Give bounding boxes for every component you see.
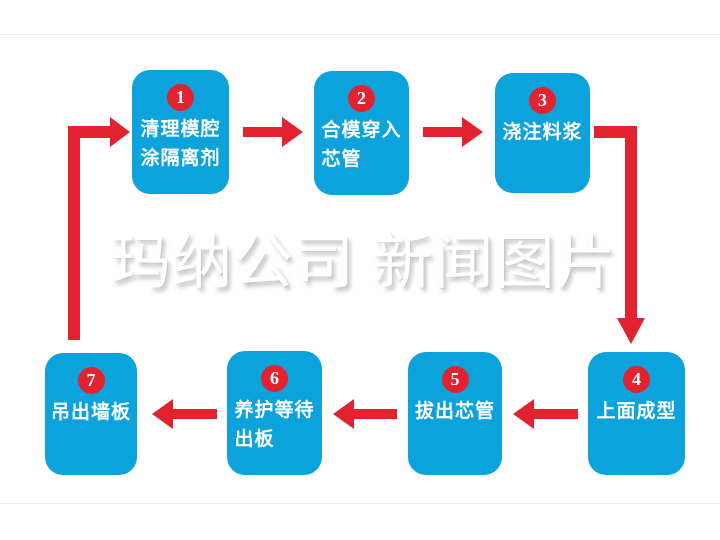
frame-line-top (0, 34, 720, 35)
step-label-line: 涂隔离剂 (140, 148, 221, 169)
step-4-number-badge: 4 (623, 366, 650, 393)
step-box-1: 1 清理模腔 涂隔离剂 (132, 70, 229, 194)
step-7-label: 吊出墙板 (51, 398, 131, 427)
step-label-line: 浇注料浆 (502, 122, 583, 143)
arrow-step2-to-step3 (423, 117, 483, 147)
step-label-line: 吊出墙板 (50, 402, 131, 423)
step-label-line: 清理模腔 (140, 119, 221, 140)
arrow-step1-to-step2 (243, 117, 303, 147)
step-5-number-badge: 5 (441, 366, 469, 393)
step-4-label: 上面成型 (596, 397, 676, 426)
step-1-number-badge: 1 (167, 84, 194, 111)
step-label-line: 出板 (234, 429, 275, 450)
step-2-number-badge: 2 (348, 85, 375, 112)
step-6-number-badge: 6 (261, 365, 288, 392)
step-box-3: 3 浇注料浆 (495, 73, 590, 193)
step-2-label: 合模穿入 芯管 (321, 116, 401, 174)
step-label-line: 上面成型 (596, 401, 677, 422)
step-label-line: 合模穿入 (321, 120, 402, 141)
step-label-line: 拔出芯管 (414, 401, 495, 422)
step-5-label: 拔出芯管 (415, 397, 495, 426)
step-box-6: 6 养护等待 出板 (227, 351, 322, 475)
frame-line-bottom (0, 503, 720, 504)
step-3-label: 浇注料浆 (502, 118, 582, 147)
step-3-number-badge: 3 (529, 87, 556, 114)
step-box-2: 2 合模穿入 芯管 (314, 71, 409, 195)
step-box-5: 5 拔出芯管 (408, 352, 502, 475)
step-label-line: 芯管 (321, 149, 362, 170)
step-box-4: 4 上面成型 (588, 352, 685, 475)
arrow-step3-to-step4-elbow (594, 126, 645, 344)
step-7-number-badge: 7 (77, 367, 105, 394)
step-1-label: 清理模腔 涂隔离剂 (140, 115, 220, 173)
arrow-step7-to-step1-elbow (68, 117, 130, 340)
step-6-label: 养护等待 出板 (234, 396, 314, 454)
arrow-step6-to-step7 (152, 399, 217, 429)
arrow-step5-to-step6 (333, 399, 397, 429)
step-label-line: 养护等待 (234, 400, 315, 421)
step-box-7: 7 吊出墙板 (45, 353, 137, 475)
arrow-step4-to-step5 (513, 399, 578, 429)
